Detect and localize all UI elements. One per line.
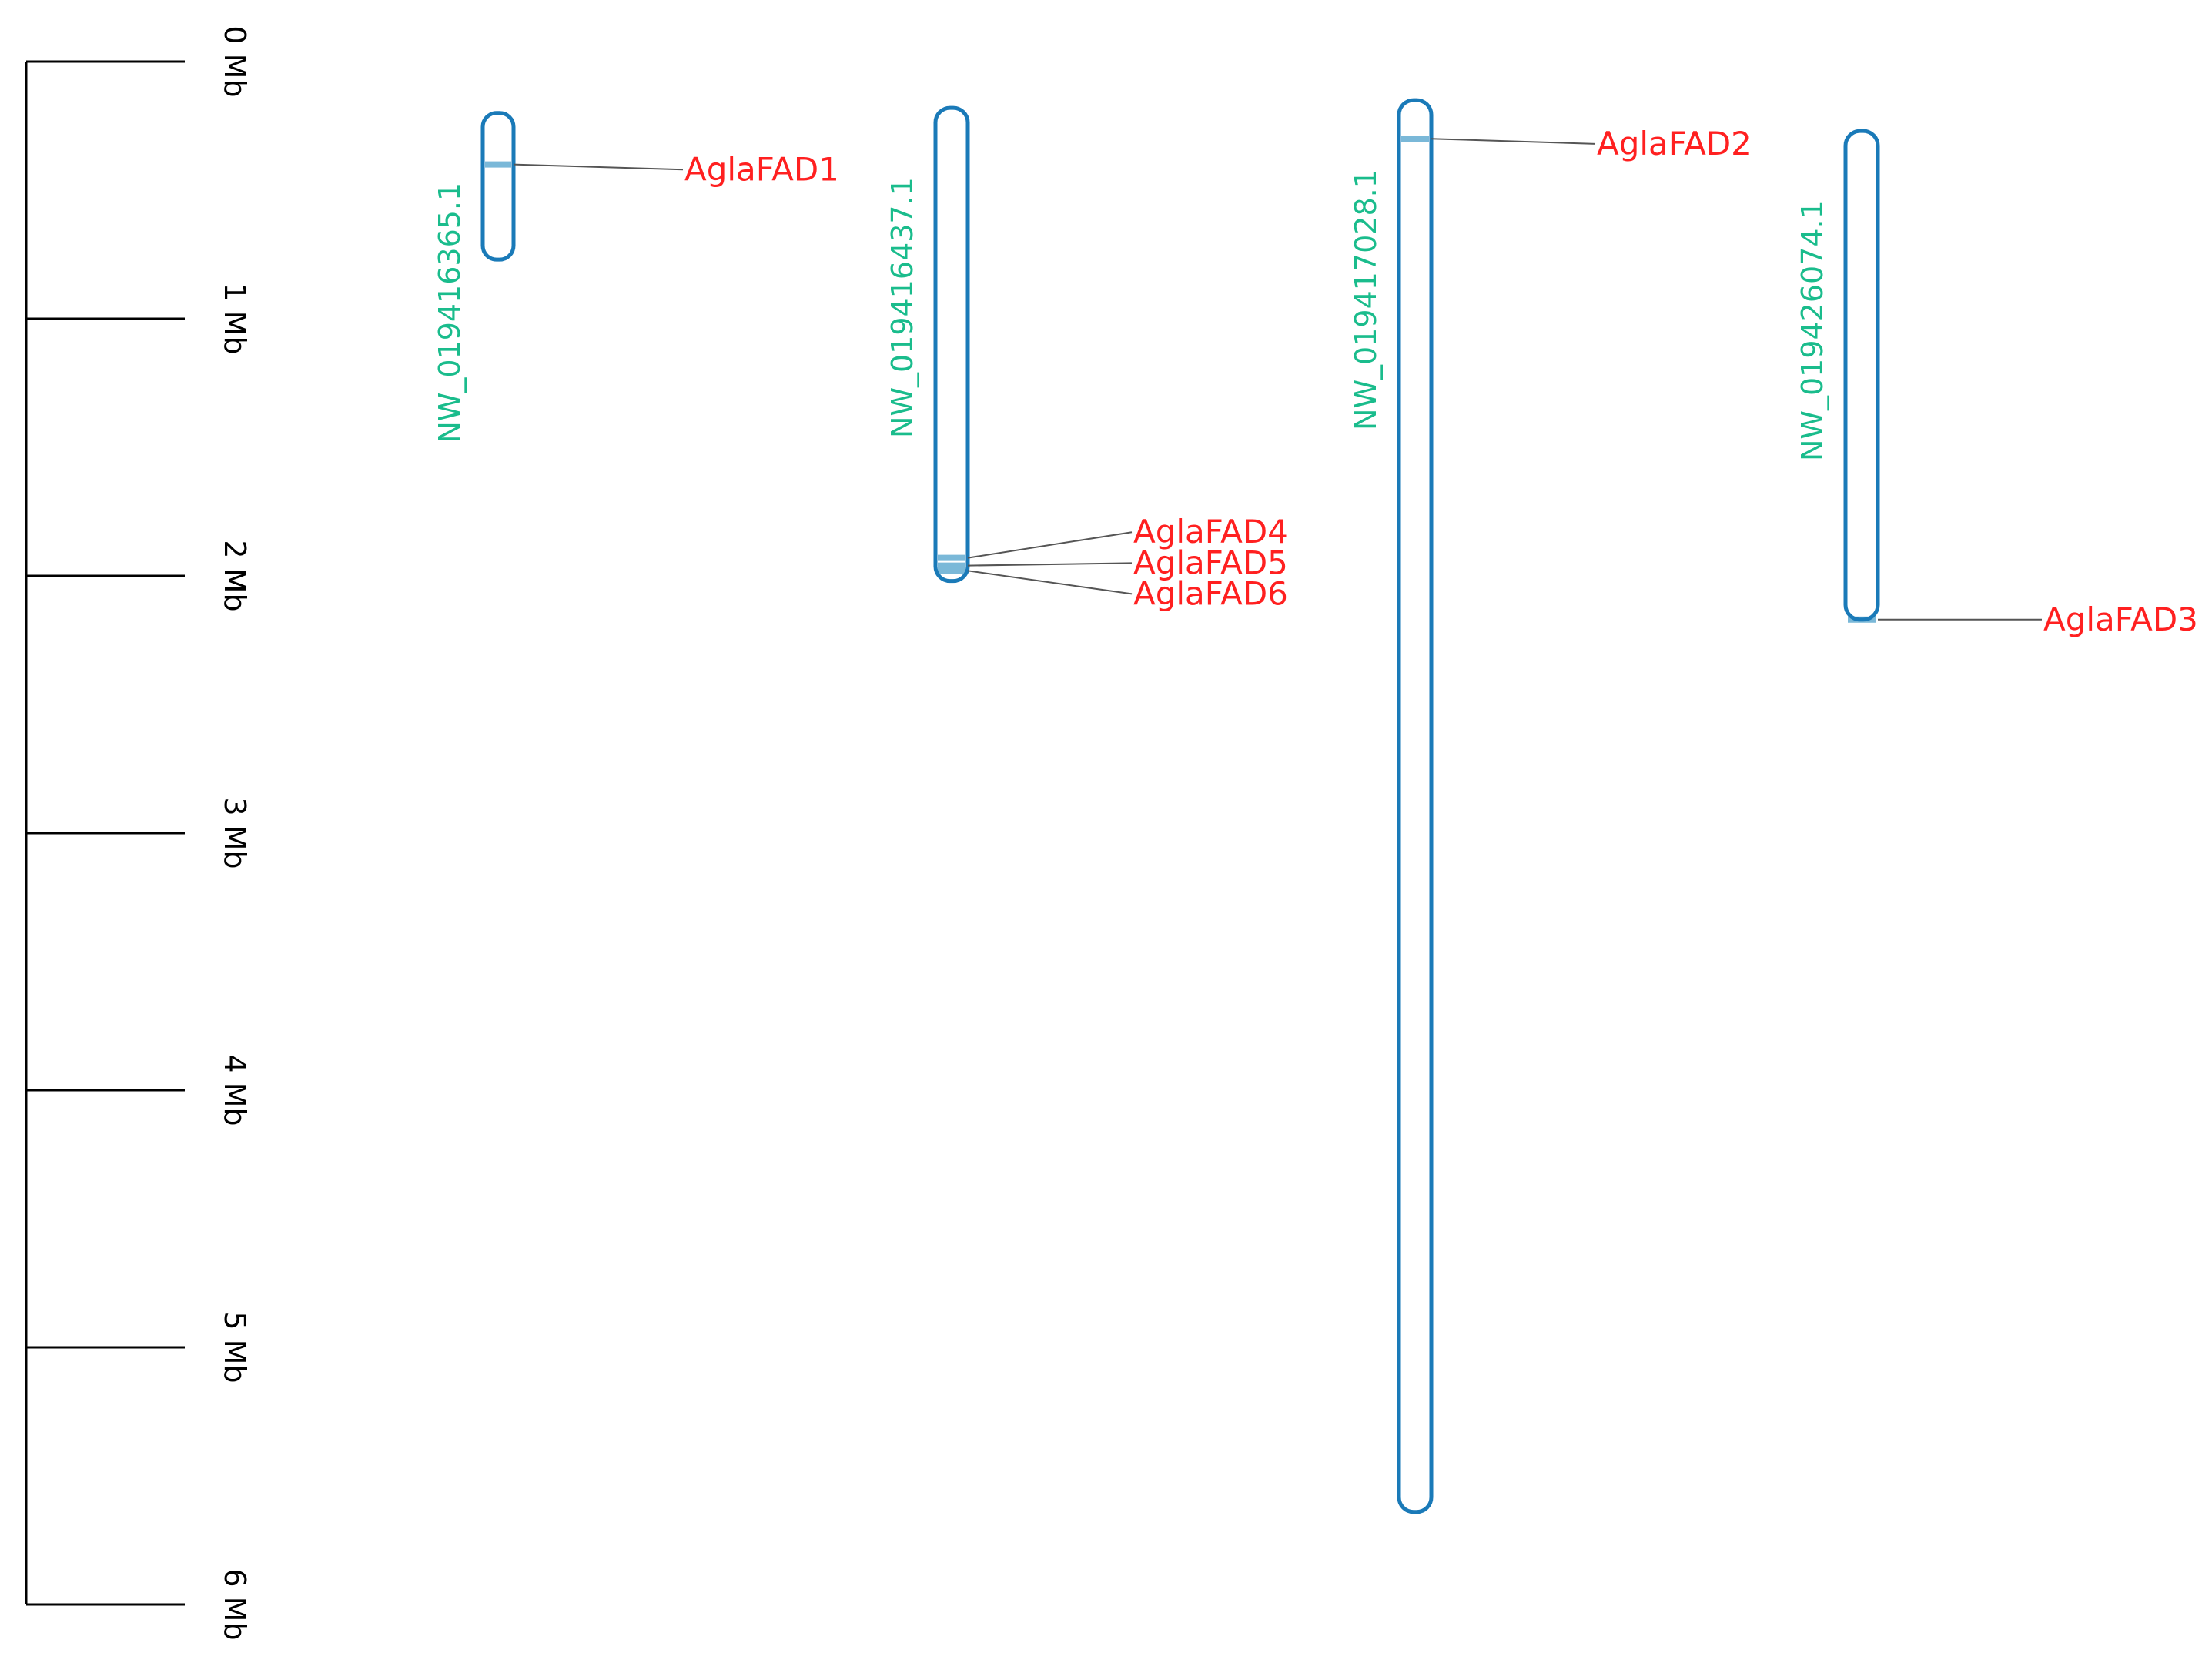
scale-tick-label: 2 Mb — [218, 540, 252, 611]
gene-connector — [513, 163, 684, 171]
chromosome-bar — [1843, 129, 1880, 622]
gene-mark — [1401, 136, 1429, 142]
gene-label: AglaFAD6 — [1133, 574, 1288, 612]
scale-tick-label: 5 Mb — [218, 1311, 252, 1383]
gene-mark — [938, 567, 965, 574]
scale-bar: 0 Mb 1 Mb 2 Mb 3 Mb 4 Mb 5 Mb 6 Mb — [25, 25, 252, 1641]
chromosomes: NW_019416365.1AglaFAD1NW_019416437.1Agla… — [433, 98, 2198, 1514]
scale-tick-label: 6 Mb — [218, 1568, 252, 1640]
scale-tick-label: 1 Mb — [218, 283, 252, 354]
gene-connector — [967, 562, 1133, 567]
gene-label: AglaFAD1 — [684, 150, 839, 188]
gene-connector — [967, 531, 1133, 559]
gene-label: AglaFAD2 — [1597, 125, 1752, 162]
chromosome-label: NW_019416437.1 — [885, 177, 919, 438]
gene-mark — [938, 562, 965, 569]
chromosome-bar — [933, 105, 970, 584]
scale-tick-label: 4 Mb — [218, 1054, 252, 1126]
chromosome: NW_019417028.1 AglaFAD2 — [1349, 98, 1752, 1514]
gene-connector — [967, 570, 1133, 595]
gene-connector — [1431, 138, 1596, 145]
chromosome-label: NW_019426074.1 — [1795, 200, 1829, 461]
gene-label: AglaFAD4 — [1133, 513, 1288, 550]
gene-label: AglaFAD5 — [1133, 544, 1288, 581]
gene-mark — [485, 161, 511, 168]
chromosome-bar — [480, 111, 516, 262]
chromosome-label: NW_019416365.1 — [433, 182, 467, 443]
chromosome-label: NW_019417028.1 — [1349, 169, 1383, 430]
gene-label: AglaFAD3 — [2043, 601, 2198, 638]
scale-tick-label: 3 Mb — [218, 797, 252, 868]
gene-mark — [938, 554, 965, 561]
chromosome: NW_019416365.1 AglaFAD1 — [433, 111, 839, 443]
chromosome-bar — [1397, 98, 1434, 1514]
scale-tick-label: 0 Mb — [218, 25, 252, 97]
